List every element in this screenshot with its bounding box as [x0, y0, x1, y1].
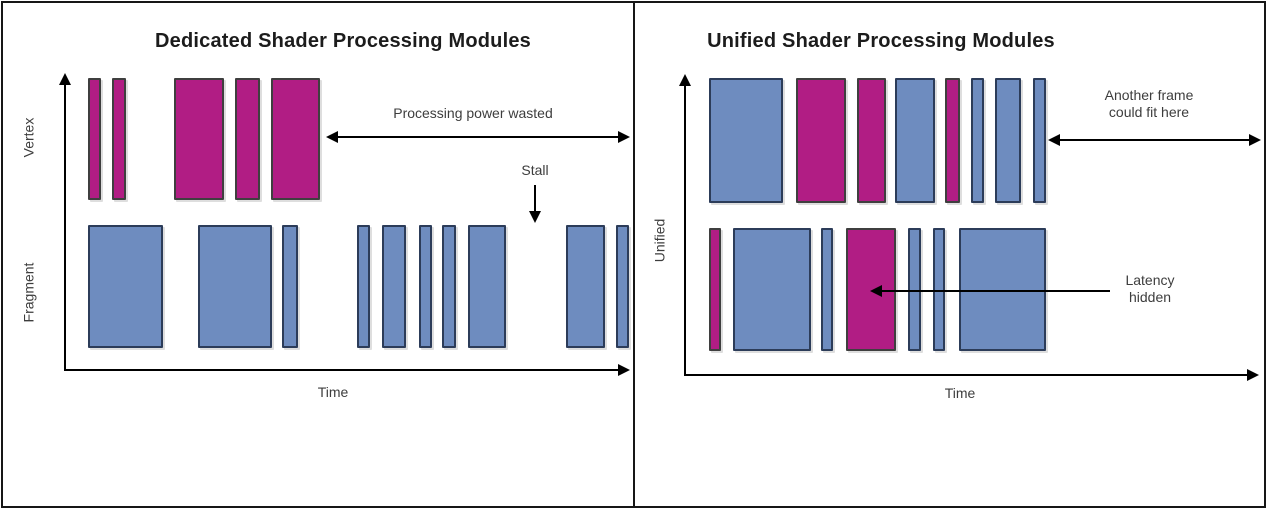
- bar-fragment: [382, 225, 406, 348]
- x-axis-line: [64, 369, 618, 371]
- bar-vertex: [857, 78, 886, 203]
- panel-title: Dedicated Shader Processing Modules: [155, 29, 531, 52]
- another-frame-arrowhead-right: [1249, 134, 1261, 146]
- annotation-stall-text: Stall: [521, 162, 549, 178]
- bar-vertex: [271, 78, 320, 200]
- bar-vertex: [174, 78, 224, 200]
- latency-arrow-line: [882, 290, 1110, 292]
- panel-unified: Unified Shader Processing Modules Unifie…: [636, 3, 1262, 506]
- panel-title: Unified Shader Processing Modules: [707, 29, 1055, 52]
- panel-dedicated: Dedicated Shader Processing Modules Vert…: [3, 3, 633, 506]
- bar-fragment: [908, 228, 921, 351]
- bar-fragment: [282, 225, 298, 348]
- another-frame-arrow-line: [1060, 139, 1249, 141]
- bar-fragment: [198, 225, 272, 348]
- another-frame-arrowhead-left: [1048, 134, 1060, 146]
- annotation-latency-hidden-text: Latency hidden: [1125, 272, 1175, 305]
- bar-fragment: [933, 228, 945, 351]
- bar-fragment: [971, 78, 984, 203]
- bar-fragment: [709, 78, 783, 203]
- bar-fragment: [821, 228, 833, 351]
- wasted-arrowhead-left: [326, 131, 338, 143]
- bar-fragment: [419, 225, 432, 348]
- stall-arrowhead: [529, 211, 541, 223]
- y-axis-arrowhead: [679, 74, 691, 86]
- bar-vertex: [235, 78, 260, 200]
- bar-fragment: [733, 228, 811, 351]
- y-axis-arrowhead: [59, 73, 71, 85]
- bar-fragment: [895, 78, 935, 203]
- bar-vertex: [796, 78, 846, 203]
- bar-vertex: [945, 78, 960, 203]
- y-axis-label-unified: Unified: [651, 218, 668, 263]
- bar-fragment: [616, 225, 629, 348]
- bar-fragment: [88, 225, 163, 348]
- annotation-another-frame-text: Another frame could fit here: [1104, 87, 1194, 120]
- y-axis-line: [64, 85, 66, 371]
- x-axis-label: Time: [317, 384, 349, 400]
- bar-fragment: [1033, 78, 1046, 203]
- x-axis-line: [684, 374, 1247, 376]
- row-label-fragment: Fragment: [20, 262, 37, 323]
- x-axis-arrowhead: [618, 364, 630, 376]
- panel-divider: [633, 3, 635, 506]
- latency-arrowhead: [870, 285, 882, 297]
- row-label-vertex: Vertex: [20, 117, 37, 158]
- y-axis-line: [684, 86, 686, 375]
- annotation-wasted-text: Processing power wasted: [393, 105, 553, 121]
- bar-fragment: [468, 225, 506, 348]
- bar-fragment: [959, 228, 1046, 351]
- bar-vertex: [709, 228, 721, 351]
- stall-arrow-line: [534, 185, 536, 211]
- bar-fragment: [995, 78, 1021, 203]
- bar-vertex: [112, 78, 126, 200]
- bar-vertex: [88, 78, 101, 200]
- bar-fragment: [357, 225, 370, 348]
- wasted-arrow-line: [338, 136, 618, 138]
- bar-fragment: [566, 225, 605, 348]
- x-axis-arrowhead: [1247, 369, 1259, 381]
- wasted-arrowhead-right: [618, 131, 630, 143]
- bar-fragment: [442, 225, 456, 348]
- x-axis-label: Time: [944, 385, 976, 401]
